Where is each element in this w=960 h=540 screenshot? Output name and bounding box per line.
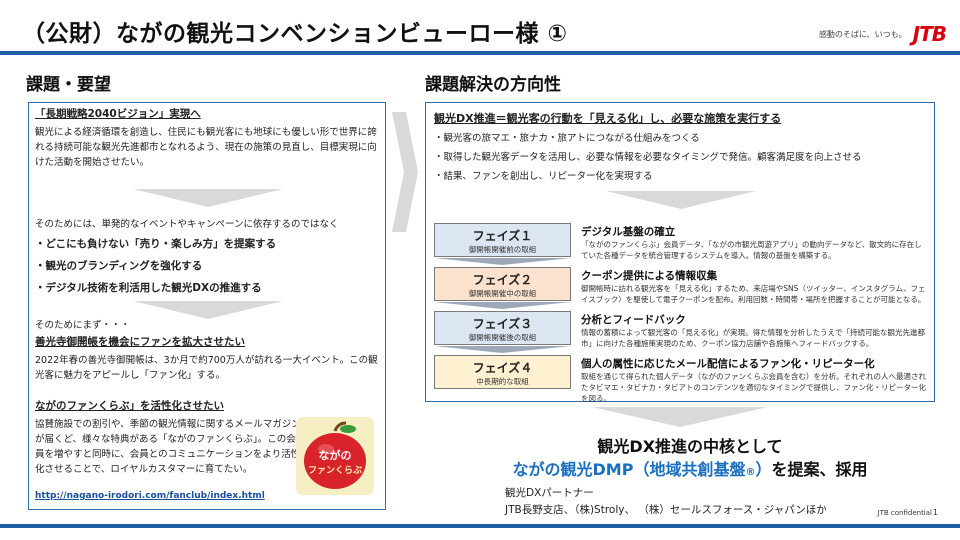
issues-heading: 課題・要望: [26, 75, 111, 95]
down-chevron: [606, 191, 756, 209]
zenkoji-title: 善光寺御開帳を機会にファンを拡大させたい: [35, 336, 245, 348]
phase-title: クーポン提供による情報収集: [581, 270, 718, 282]
phase-3-box: フェイズ３ 御開帳開催後の取組: [434, 311, 571, 345]
phase-name: フェイズ４: [472, 361, 533, 375]
conclusion-line-1: 観光DX推進の中核として: [597, 437, 783, 456]
phase-title: 個人の属性に応じたメール配信によるファン化・リピーター化: [581, 358, 875, 370]
phase-arrow: [434, 346, 571, 353]
fanclub-mascot: ながの ファンくらぶ: [296, 417, 374, 495]
conclusion-line-2: ながの観光DMP（地域共創基盤®）を提案、採用: [440, 456, 940, 480]
phase-sub: 中長期的な取組: [476, 377, 529, 386]
vision-body: 観光による経済循環を創造し、住民にも観光客にも地球にも優しい形で世界に誇れる持続…: [35, 127, 377, 168]
phase-2-box: フェイズ２ 御開帳開催中の取組: [434, 267, 571, 301]
down-chevron: [133, 301, 283, 319]
registered-mark: ®: [745, 467, 756, 478]
intro-text: そのためには、単発的なイベントやキャンペーンに依存するのではなく: [35, 219, 339, 230]
club-title: ながのファンくらぶ」を活性化させたい: [35, 400, 224, 412]
zenkoji-body: 2022年春の善光寺御開帳は、3か月で約700万人が訪れる一大イベント。この観光…: [35, 355, 378, 381]
phase-sub: 御開帳開催後の取組: [468, 333, 537, 342]
issues-panel: 「長期戦略2040ビジョン」実現へ 観光による経済循環を創造し、住民にも観光客に…: [28, 102, 386, 510]
svg-text:ながの: ながの: [319, 448, 352, 462]
partner-label: 観光DXパートナー: [505, 487, 594, 499]
club-body: 協賛施設での割引や、季節の観光情報に関するメールマガジンが届くど、様々な特典があ…: [35, 419, 301, 475]
down-chevron: [133, 189, 283, 207]
dmp-name-end: ）: [755, 460, 772, 479]
phase-1-box: フェイズ１ 御開帳開催前の取組: [434, 223, 571, 257]
page-title: （公財）ながの観光コンベンションビューロー様 ①: [22, 21, 568, 47]
down-arrow-icon: [592, 407, 768, 427]
solution-heading: 課題解決の方向性: [425, 75, 561, 95]
page-number: 1: [932, 508, 938, 517]
phase-sub: 御開帳開催前の取組: [468, 245, 537, 254]
phase-4-box: フェイズ４ 中長期的な取組: [434, 355, 571, 389]
goal-bullet: ・デジタル技術を利活用した観光DXの推進する: [35, 282, 262, 294]
phase-desc: 情報の蓄積によって観光客の「見える化」が実現。得た情報を分析したうえで「持続可能…: [581, 328, 925, 348]
phase-2-text: クーポン提供による情報収集 御開帳時に訪れる観光客を「見える化」するため、来店場…: [581, 268, 928, 305]
phase-4-text: 個人の属性に応じたメール配信によるファン化・リピーター化 取組を通じて得られた個…: [581, 356, 928, 404]
club-link[interactable]: http://nagano-irodori.com/fanclub/index.…: [35, 491, 265, 501]
solution-panel: 観光DX推進＝観光客の行動を「見える化」し、必要な施策を実行する ・観光客の旅マ…: [425, 102, 935, 404]
goal-bullet: ・どこにも負けない「売り・楽しみ方」を提案する: [35, 238, 277, 250]
phase-desc: 御開帳時に訪れる観光客を「見える化」するため、来店場やSNS（ツイッター、インス…: [581, 284, 926, 304]
conclusion-end: を提案、採用: [771, 460, 868, 479]
solution-point: ・結果、ファンを創出し、リピーター化を実現する: [434, 171, 653, 182]
phase-name: フェイズ３: [472, 317, 533, 331]
phase-name: フェイズ２: [472, 273, 533, 287]
vision-title: 「長期戦略2040ビジョン」実現へ: [35, 108, 201, 120]
phase-title: デジタル基盤の確立: [581, 226, 676, 238]
header-rule: [0, 51, 960, 55]
confidential-label: JTB confidential: [877, 509, 932, 517]
solution-point: ・観光客の旅マエ・旅ナカ・旅アトにつながる仕組みをつくる: [434, 133, 700, 144]
phase-sub: 御開帳開催中の取組: [468, 289, 537, 298]
phase-arrow: [434, 302, 571, 309]
dmp-name: ながの観光DMP（地域共創基盤: [512, 460, 746, 479]
footer-rule: [0, 524, 960, 528]
phase-desc: 「ながのファンくらぶ」会員データ、「ながの市観光周遊アプリ」の動向データなど、散…: [581, 240, 922, 260]
goal-bullet: ・観光のブランディングを強化する: [35, 260, 203, 272]
solution-main-title: 観光DX推進＝観光客の行動を「見える化」し、必要な施策を実行する: [434, 112, 782, 125]
first-text: そのためにまず・・・: [35, 320, 131, 331]
phase-desc: 取組を通じて得られた個人データ（ながのファンくらぶ会員を含む）を分析。それぞれの…: [581, 372, 926, 403]
brand: 感動のそばに、いつも。 JTB: [818, 22, 947, 46]
right-chevron-icon: [392, 112, 418, 232]
phase-name: フェイズ１: [472, 229, 533, 243]
svg-text:ファンくらぶ: ファンくらぶ: [308, 465, 362, 476]
apple-icon: ながの ファンくらぶ: [304, 421, 366, 489]
phase-1-text: デジタル基盤の確立 「ながのファンくらぶ」会員データ、「ながの市観光周遊アプリ」…: [581, 224, 928, 261]
phase-arrow: [434, 258, 571, 265]
brand-tagline: 感動のそばに、いつも。: [818, 29, 907, 39]
phase-3-text: 分析とフィードバック 情報の蓄積によって観光客の「見える化」が実現。得た情報を分…: [581, 312, 928, 349]
phase-title: 分析とフィードバック: [581, 314, 686, 326]
solution-point: ・取得した観光客データを活用し、必要な情報を必要なタイミングで発信。顧客満足度を…: [434, 152, 862, 163]
jtb-logo: JTB: [912, 22, 947, 46]
partner-list: JTB長野支店、（株)Stroly、 （株）セールスフォース・ジャパンほか: [505, 504, 827, 516]
